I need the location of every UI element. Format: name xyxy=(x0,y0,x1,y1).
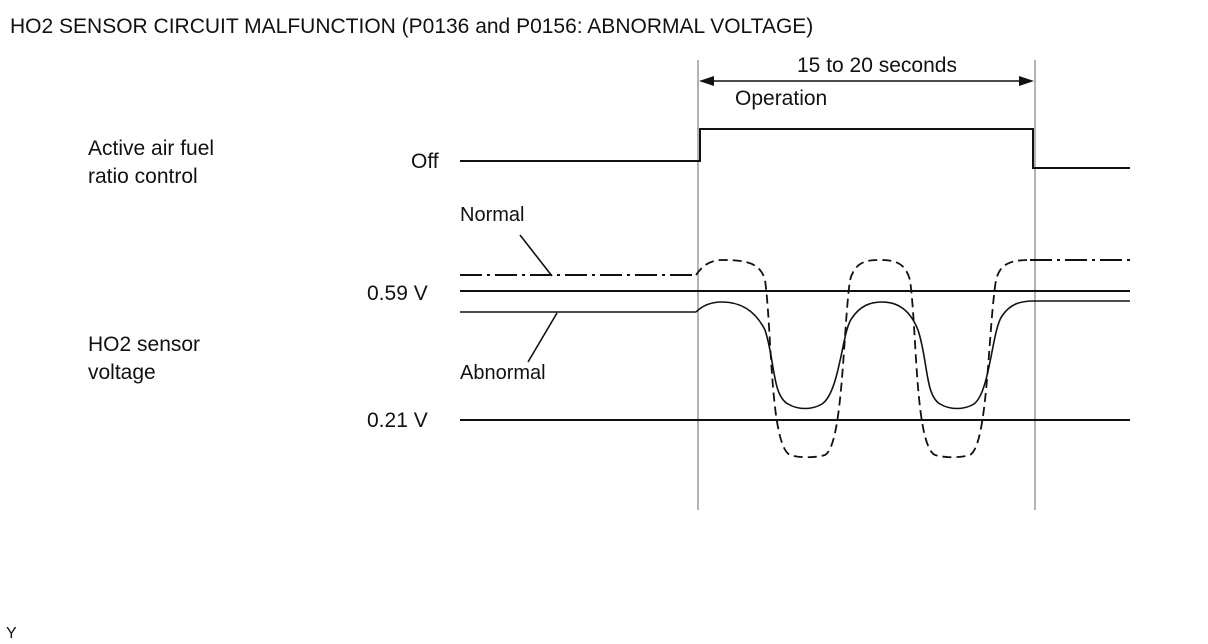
abnormal-leader-line xyxy=(527,312,558,363)
diagram-title: HO2 SENSOR CIRCUIT MALFUNCTION (P0136 an… xyxy=(10,15,813,38)
arrow-right-head xyxy=(1019,76,1034,86)
active-control-signal xyxy=(460,128,1130,169)
normal-waveform-oscillation xyxy=(695,259,1031,459)
active-control-label-line1: Active air fuel xyxy=(88,137,214,160)
upper-threshold-label: 0.59 V xyxy=(367,282,428,305)
lower-threshold-label: 0.21 V xyxy=(367,409,428,432)
normal-leader-line xyxy=(519,234,553,277)
arrow-left-head xyxy=(699,76,714,86)
normal-label: Normal xyxy=(460,204,524,226)
abnormal-label: Abnormal xyxy=(460,362,546,384)
sensor-label-line2: voltage xyxy=(88,361,156,384)
footer-mark: Y xyxy=(6,625,17,642)
duration-label: 15 to 20 seconds xyxy=(797,54,957,77)
sensor-label-line1: HO2 sensor xyxy=(88,333,200,356)
active-control-label-line2: ratio control xyxy=(88,165,198,188)
duration-arrow xyxy=(699,76,1034,86)
off-label: Off xyxy=(411,150,439,173)
abnormal-waveform-oscillation xyxy=(695,300,1035,410)
operation-label: Operation xyxy=(735,87,827,110)
